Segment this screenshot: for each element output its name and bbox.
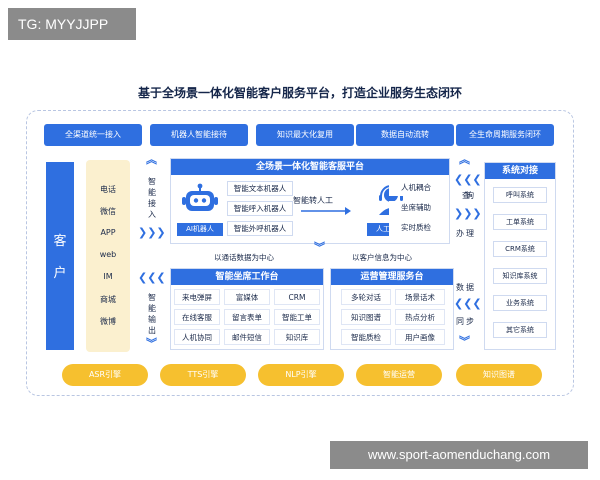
intake-label-char: 接 <box>148 199 156 208</box>
query-label-char: 询 <box>466 191 474 200</box>
down-chevron-icon: ︾ <box>459 335 470 348</box>
workbench-cell: 知识库 <box>274 329 320 345</box>
capability-omnichannel: 全渠道统一接入 <box>44 124 142 146</box>
sync-label-char: 步 <box>466 317 474 326</box>
workbench-cell: 富媒体 <box>224 289 270 305</box>
output-label-char: 能 <box>148 304 156 313</box>
robot-item: 智能文本机器人 <box>227 181 293 196</box>
intake-label-char: 能 <box>148 188 156 197</box>
engine-tts: TTS引擎 <box>160 364 246 386</box>
intake-label-char: 入 <box>148 210 156 219</box>
left-chevron-icon: ❮❮❮ <box>454 173 482 186</box>
output-label-char: 出 <box>148 326 156 335</box>
customer-char: 客 <box>53 234 67 249</box>
engine-nlp: NLP引擎 <box>258 364 344 386</box>
workbench-cell: CRM <box>274 289 320 305</box>
channel-list: 电话 微信 APP web IM 商城 微博 <box>86 160 130 352</box>
operations-cell: 热点分析 <box>395 309 445 325</box>
data-label-char: 据 <box>466 283 474 292</box>
workbench-cell: 智能工单 <box>274 309 320 325</box>
system-item: 知识库系统 <box>493 268 547 284</box>
workbench-cell: 留言表单 <box>224 309 270 325</box>
capability-robot-reception: 机器人智能接待 <box>150 124 248 146</box>
customer-char: 户 <box>53 266 67 281</box>
robot-label: AI机器人 <box>177 223 223 236</box>
channel-item: web <box>99 250 117 259</box>
operations-cell: 智能质检 <box>341 329 391 345</box>
channel-item: 商城 <box>100 295 116 304</box>
operations-desk: 运营管理服务台 多轮对话 场景话术 知识图谱 热点分析 智能质检 用户画像 <box>330 268 454 350</box>
handle-label-char: 办 <box>456 229 464 238</box>
channel-item: APP <box>100 228 116 237</box>
workbench-title: 智能坐席工作台 <box>171 269 323 285</box>
operations-cell: 用户画像 <box>395 329 445 345</box>
engine-smart-ops: 智能运营 <box>356 364 442 386</box>
flow-label-customer-info: 以客户信息为中心 <box>352 253 412 262</box>
system-item: 工单系统 <box>493 214 547 230</box>
operations-title: 运营管理服务台 <box>331 269 453 285</box>
engine-asr: ASR引擎 <box>62 364 148 386</box>
workbench-cell: 人机协同 <box>174 329 220 345</box>
intake-label-char: 智 <box>148 177 156 186</box>
agent-workbench: 智能坐席工作台 来电弹屏 富媒体 CRM 在线客服 留言表单 智能工单 人机协同… <box>170 268 324 350</box>
top-watermark: TG: MYYJJPP <box>8 8 136 40</box>
system-item: CRM系统 <box>493 241 547 257</box>
channel-item: IM <box>103 272 113 281</box>
channel-item: 电话 <box>100 185 116 194</box>
operations-cell: 多轮对话 <box>341 289 391 305</box>
sync-label-char: 同 <box>456 317 464 326</box>
service-platform: 全场景一体化智能客服平台 AI机器人 智能文本机器人 智能呼入机器人 智能外呼机… <box>170 158 450 244</box>
double-chevron-icon: ︾ <box>314 241 325 254</box>
human-item: 人机耦合 <box>389 181 443 196</box>
robot-item: 智能外呼机器人 <box>227 221 293 236</box>
channel-item: 微博 <box>100 317 116 326</box>
right-chevron-icon: ❯❯❯ <box>138 226 166 239</box>
flow-label-call-data: 以通话数据为中心 <box>214 253 274 262</box>
system-item: 呼叫系统 <box>493 187 547 203</box>
workbench-cell: 来电弹屏 <box>174 289 220 305</box>
platform-title: 全场景一体化智能客服平台 <box>171 159 449 175</box>
human-item: 坐席辅助 <box>389 201 443 216</box>
robot-item: 智能呼入机器人 <box>227 201 293 216</box>
system-integration: 系统对接 呼叫系统 工单系统 CRM系统 知识库系统 业务系统 其它系统 <box>484 162 556 350</box>
data-label-char: 数 <box>456 283 464 292</box>
up-chevron-icon: ︽ <box>459 153 470 166</box>
left-chevron-icon: ❮❮❮ <box>138 271 166 284</box>
workbench-cell: 在线客服 <box>174 309 220 325</box>
human-item: 实时质检 <box>389 221 443 236</box>
workbench-cell: 邮件短信 <box>224 329 270 345</box>
left-chevron-icon: ❮❮❮ <box>454 297 482 310</box>
handle-label-char: 理 <box>466 229 474 238</box>
up-chevron-icon: ︽ <box>146 153 157 166</box>
capability-knowledge-reuse: 知识最大化复用 <box>256 124 354 146</box>
diagram-title: 基于全场景一体化智能客户服务平台，打造企业服务生态闭环 <box>137 86 462 100</box>
capability-lifecycle-loop: 全生命周期服务闭环 <box>456 124 554 146</box>
output-label-char: 智 <box>148 293 156 302</box>
transfer-label: 智能转人工 <box>293 196 333 205</box>
operations-cell: 知识图谱 <box>341 309 391 325</box>
output-label-char: 输 <box>148 315 156 324</box>
system-item: 其它系统 <box>493 322 547 338</box>
system-item: 业务系统 <box>493 295 547 311</box>
down-chevron-icon: ︾ <box>146 337 157 350</box>
robot-icon <box>182 183 218 211</box>
customer-block: 客 户 <box>46 162 74 350</box>
bottom-watermark: www.sport-aomenduchang.com <box>330 441 588 469</box>
operations-cell: 场景话术 <box>395 289 445 305</box>
right-chevron-icon: ❯❯❯ <box>454 207 482 220</box>
arrow-right-icon <box>301 207 351 215</box>
capability-data-flow: 数据自动流转 <box>356 124 454 146</box>
systems-title: 系统对接 <box>485 163 555 179</box>
diagram-frame <box>26 110 574 396</box>
channel-item: 微信 <box>100 207 116 216</box>
query-label: 查 <box>462 191 470 200</box>
engine-knowledge-graph: 知识图谱 <box>456 364 542 386</box>
